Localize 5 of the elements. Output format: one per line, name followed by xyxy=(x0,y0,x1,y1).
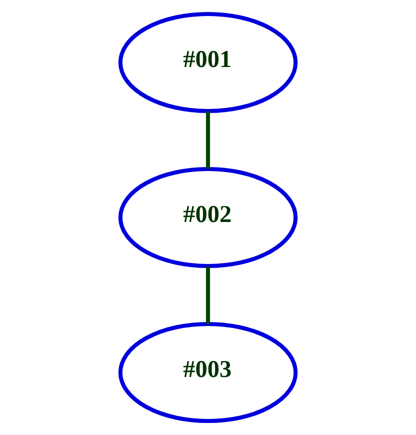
node-ellipse: #003 xyxy=(118,322,298,424)
node-ellipse: #002 xyxy=(118,166,298,268)
connector xyxy=(206,111,210,169)
connector xyxy=(206,266,210,324)
node-ellipse: #001 xyxy=(118,12,298,114)
